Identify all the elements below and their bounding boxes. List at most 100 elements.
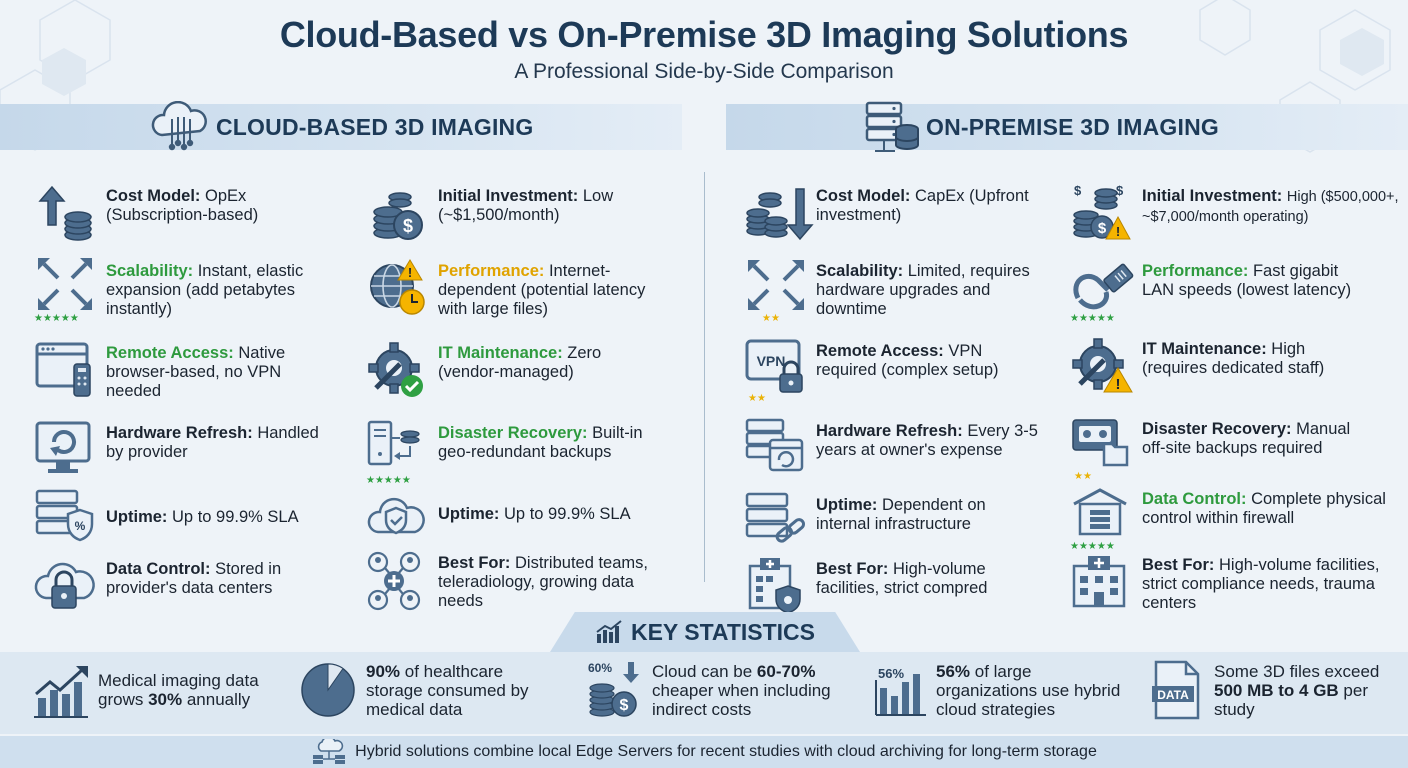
stat-hybrid: 56% 56% of large organizations use hybri… bbox=[872, 660, 1122, 720]
item-label: Best For: bbox=[438, 554, 511, 572]
item-text: High (requires dedicated staff) bbox=[1142, 340, 1325, 377]
onprem-it-maintenance-item: ! IT Maintenance: High (requires dedicat… bbox=[1070, 336, 1370, 398]
cloud-shield-icon bbox=[366, 488, 438, 550]
globe-clock-icon: ! bbox=[366, 258, 438, 320]
onprem-column-title: ON-PREMISE 3D IMAGING bbox=[926, 113, 1220, 140]
rating-stars: ★★★★★ bbox=[1070, 313, 1115, 324]
stat-storage-share: 90% of healthcare storage consumed by me… bbox=[300, 660, 560, 720]
item-text: Fast gigabit LAN speeds (lowest latency) bbox=[1142, 262, 1352, 299]
page-title: Cloud-Based vs On-Premise 3D Imaging Sol… bbox=[279, 14, 1129, 55]
item-text: VPN required (complex setup) bbox=[816, 342, 999, 379]
stat-cloud-savings: 60% $ Cloud can be 60-70% cheaper when i… bbox=[586, 660, 856, 720]
item-text: Dependent on internal infrastructure bbox=[816, 496, 986, 533]
rating-stars: ★★ bbox=[748, 393, 766, 404]
item-text: Native browser-based, no VPN needed bbox=[106, 344, 286, 400]
cloud-data-control-item: Data Control: Stored in provider's data … bbox=[34, 556, 334, 618]
hospital-shield-icon bbox=[744, 556, 816, 618]
cloud-best-for-item: Best For: Distributed teams, teleradiolo… bbox=[366, 550, 666, 612]
item-text: High-volume facilities, strict compred bbox=[816, 560, 988, 597]
stat-value: 56% bbox=[936, 661, 971, 681]
rating-stars: ★★★★★ bbox=[34, 313, 79, 324]
item-text: High-volume facilities, strict complianc… bbox=[1142, 556, 1380, 612]
hospital-icon bbox=[1070, 552, 1142, 614]
stat-value: 500 MB to 4 GB bbox=[1214, 680, 1339, 700]
item-text: Stored in provider's data centers bbox=[106, 560, 282, 597]
tape-folder-icon: ★★ bbox=[1070, 416, 1142, 482]
onprem-best-for-item: Best For: High-volume facilities, strict… bbox=[744, 556, 1044, 618]
server-database-icon bbox=[856, 101, 926, 152]
onprem-disaster-recovery-item: ★★ Disaster Recovery: Manual off-site ba… bbox=[1070, 416, 1370, 482]
cloud-uptime-item: % Uptime: Up to 99.9% SLA bbox=[34, 488, 334, 550]
item-label: Remote Access: bbox=[816, 342, 944, 360]
item-label: Disaster Recovery: bbox=[1142, 420, 1292, 438]
cloud-circuit-icon bbox=[146, 101, 216, 151]
stat-text: Cloud can be bbox=[652, 661, 757, 681]
stat-text-end: annually bbox=[182, 690, 251, 709]
rating-stars: ★★ bbox=[1074, 471, 1092, 482]
hybrid-network-icon bbox=[313, 739, 346, 764]
rating-stars: ★★ bbox=[762, 313, 780, 324]
onprem-performance-item: ★★★★★ Performance: Fast gigabit LAN spee… bbox=[1070, 258, 1370, 324]
item-text: Complete physical control within firewal… bbox=[1142, 490, 1386, 527]
item-label: Remote Access: bbox=[106, 344, 234, 362]
item-label: IT Maintenance: bbox=[1142, 340, 1267, 358]
item-text: Internet-dependent (potential latency wi… bbox=[438, 262, 646, 318]
server-shield-icon: % bbox=[34, 488, 106, 550]
cost-arrow-icon bbox=[34, 183, 106, 245]
trend-chart-icon bbox=[596, 620, 622, 643]
stat-text-end: cheaper when including indirect costs bbox=[652, 680, 831, 719]
stat-text-end: of healthcare storage consumed by medica… bbox=[366, 661, 529, 719]
item-label: Cost Model: bbox=[106, 187, 201, 205]
server-calendar-icon bbox=[744, 418, 816, 480]
rating-stars: ★★★★★ bbox=[366, 475, 411, 486]
ethernet-cable-icon: ★★★★★ bbox=[1070, 258, 1142, 324]
item-label: Initial Investment: bbox=[438, 187, 579, 205]
item-label: Data Control: bbox=[1142, 490, 1247, 508]
expand-arrows-icon: ★★★★★ bbox=[34, 258, 106, 324]
footer-text: Hybrid solutions combine local Edge Serv… bbox=[355, 743, 1097, 760]
cloud-scalability-item: ★★★★★ Scalability: Instant, elastic expa… bbox=[34, 258, 334, 324]
item-label: Data Control: bbox=[106, 560, 211, 578]
item-text: Every 3-5 years at owner's expense bbox=[816, 422, 1038, 459]
item-text: Instant, elastic expansion (add petabyte… bbox=[106, 262, 304, 318]
svg-text:VPN: VPN bbox=[757, 353, 786, 369]
building-server-icon: ★★★★★ bbox=[1070, 486, 1142, 552]
stat-growth: Medical imaging data grows 30% annually bbox=[32, 660, 282, 720]
item-text: Distributed teams, teleradiology, growin… bbox=[438, 554, 648, 610]
coins-percent-icon: 60% $ bbox=[586, 660, 656, 720]
footer-note: Hybrid solutions combine local Edge Serv… bbox=[0, 736, 1408, 768]
cloud-cost-model-item: Cost Model: OpEx (Subscription-based) bbox=[34, 183, 334, 245]
item-label: Best For: bbox=[816, 560, 889, 578]
svg-text:56%: 56% bbox=[878, 666, 904, 681]
coin-stack-icon: $ bbox=[366, 183, 438, 245]
onprem-scalability-item: ★★ Scalability: Limited, requires hardwa… bbox=[744, 258, 1044, 324]
item-text: Manual off-site backups required bbox=[1142, 420, 1351, 457]
item-label: Scalability: bbox=[106, 262, 194, 280]
key-stats-title: KEY STATISTICS bbox=[630, 618, 816, 645]
item-text: Limited, requires hardware upgrades and … bbox=[816, 262, 1030, 318]
svg-text:60%: 60% bbox=[588, 661, 612, 675]
item-label: Performance: bbox=[1142, 262, 1249, 280]
gear-warning-icon: ! bbox=[1070, 336, 1142, 398]
item-label: Uptime: bbox=[816, 496, 878, 514]
item-label: Scalability: bbox=[816, 262, 904, 280]
stat-value: 30% bbox=[148, 690, 183, 709]
data-file-icon: DATA bbox=[1150, 660, 1220, 720]
stat-value: 60-70% bbox=[756, 661, 816, 681]
item-label: Uptime: bbox=[106, 508, 168, 526]
cloud-hardware-refresh-item: Hardware Refresh: Handled by provider bbox=[34, 420, 334, 482]
item-text: Low (~$1,500/month) bbox=[438, 187, 614, 224]
cloud-uptime-sla-item: Uptime: Up to 99.9% SLA bbox=[366, 488, 666, 550]
cloud-disaster-recovery-item: ★★★★★ Disaster Recovery: Built-in geo-re… bbox=[366, 420, 666, 486]
cloud-performance-item: ! Performance: Internet-dependent (poten… bbox=[366, 258, 666, 320]
rating-stars: ★★★★★ bbox=[1070, 541, 1115, 552]
svg-text:DATA: DATA bbox=[1157, 688, 1189, 702]
item-text: Up to 99.9% SLA bbox=[172, 508, 299, 526]
svg-text:$: $ bbox=[1116, 183, 1124, 198]
item-label: Hardware Refresh: bbox=[816, 422, 963, 440]
item-label: IT Maintenance: bbox=[438, 344, 563, 362]
expand-arrows-icon: ★★ bbox=[744, 258, 816, 324]
vpn-lock-icon: VPN ★★ bbox=[744, 338, 816, 404]
pie-chart-icon bbox=[300, 660, 370, 720]
cloud-initial-investment-item: $ Initial Investment: Low (~$1,500/month… bbox=[366, 183, 666, 245]
